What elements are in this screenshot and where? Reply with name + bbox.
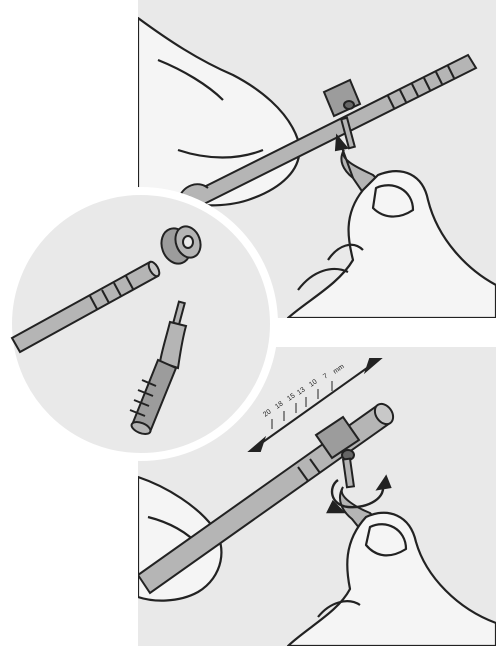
top-panel — [138, 0, 496, 318]
scale-label-7: 7 — [322, 373, 329, 381]
bottom-panel: 20 18 15 13 10 7 mm — [138, 347, 496, 646]
bottom-illustration: 20 18 15 13 10 7 mm — [138, 347, 496, 646]
scale-label-15: 15 — [286, 392, 296, 402]
scale-label-13: 13 — [296, 386, 306, 396]
scale-label-18: 18 — [274, 400, 284, 410]
rotate-arrow-icon — [328, 477, 390, 512]
scale-unit: mm — [332, 363, 346, 376]
scale-label-10: 10 — [308, 378, 318, 388]
scale-label-20: 20 — [262, 408, 272, 418]
right-hand-icon — [288, 513, 496, 646]
left-hand-icon — [138, 18, 299, 205]
top-illustration — [138, 0, 496, 318]
right-hand-icon — [288, 171, 496, 318]
